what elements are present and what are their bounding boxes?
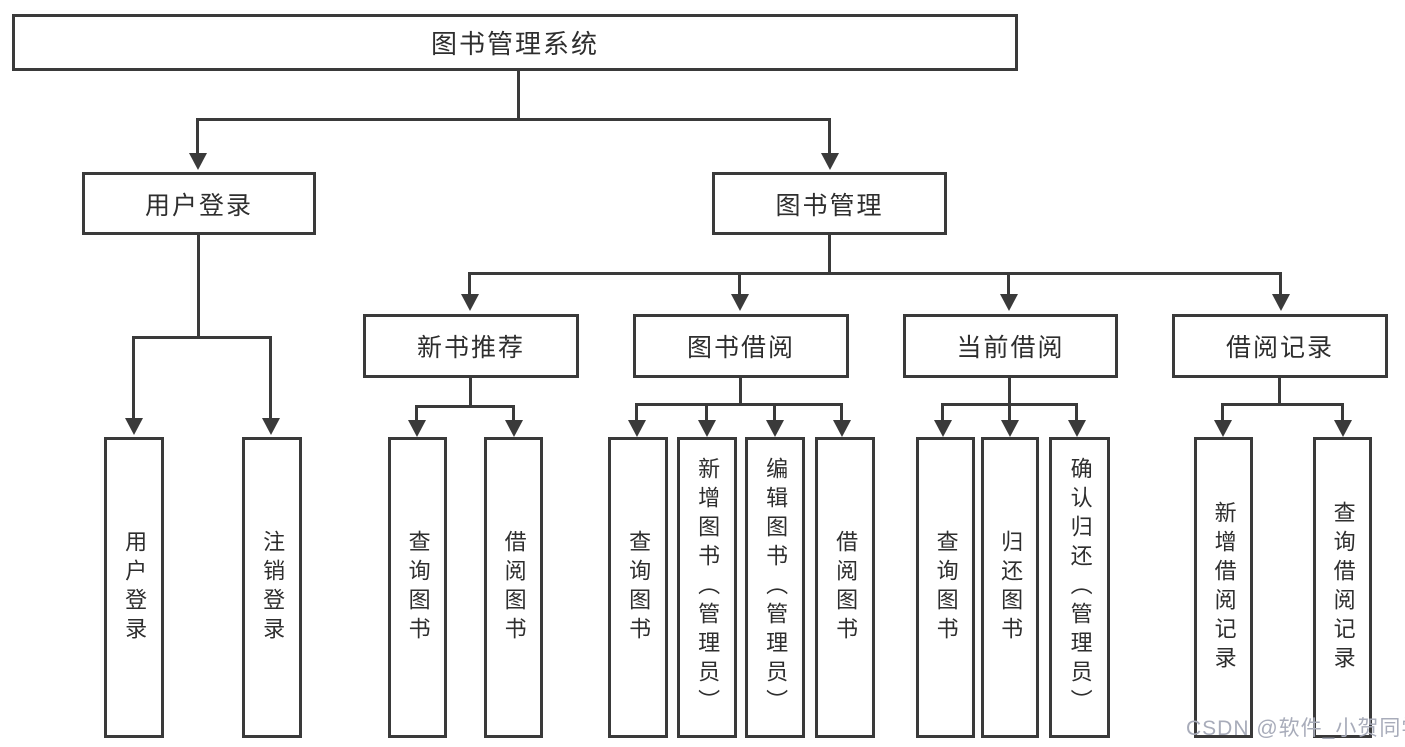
node-label: 图书管理系统	[430, 29, 599, 59]
connector-root-vertical	[517, 71, 520, 120]
node-library-management-system: 图书管理系统	[12, 14, 1018, 71]
arrow-down-icon	[1001, 420, 1019, 437]
leaf-label: 查询图书	[405, 529, 431, 646]
leaf-return-books: 归还图书	[981, 437, 1039, 738]
connector-record-horizontal	[1221, 403, 1344, 406]
connector-stem-leaf	[1008, 403, 1011, 421]
connector-stem-l3	[1007, 272, 1010, 295]
connector-newbook-horizontal	[415, 405, 515, 408]
leaf-query-books-current: 查询图书	[916, 437, 975, 738]
connector-stem-leaf	[941, 403, 944, 421]
leaf-label: 编辑图书（管理员）	[763, 457, 789, 718]
connector-stem-leaf	[635, 403, 638, 421]
leaf-label: 查询图书	[626, 529, 652, 646]
leaf-query-borrow-record: 查询借阅记录	[1313, 437, 1372, 738]
leaf-user-login: 用户登录	[104, 437, 164, 738]
connector-user-vertical	[197, 235, 200, 338]
leaf-add-borrow-record: 新增借阅记录	[1194, 437, 1253, 738]
leaf-edit-books-admin: 编辑图书（管理员）	[745, 437, 805, 738]
connector-stem-user-login	[196, 118, 199, 154]
connector-stem-book-management	[828, 118, 831, 154]
csdn-watermark: CSDN @软件_小贺同学	[1186, 717, 1405, 740]
connector-stem-leaf	[415, 405, 418, 421]
connector-stem-l3	[1279, 272, 1282, 295]
leaf-borrow-books: 借阅图书	[815, 437, 875, 738]
leaf-label: 新增借阅记录	[1211, 500, 1237, 675]
connector-stem-l3	[468, 272, 471, 295]
arrow-down-icon	[1000, 294, 1018, 311]
connector-stem-leaf	[705, 403, 708, 421]
node-label: 新书推荐	[416, 334, 525, 362]
connector-stem-leaf	[1221, 403, 1224, 421]
connector-stem-leaf	[269, 336, 272, 419]
leaf-label: 借阅图书	[833, 529, 859, 646]
arrow-down-icon	[628, 420, 646, 437]
connector-stem-leaf	[840, 403, 843, 421]
connector-stem-leaf	[512, 405, 515, 421]
arrow-down-icon	[698, 420, 716, 437]
arrow-down-icon	[189, 153, 207, 170]
leaf-label: 借阅图书	[501, 529, 527, 646]
connector-bookmgmt-vertical	[828, 235, 831, 275]
leaf-query-books-borrow: 查询图书	[608, 437, 668, 738]
node-book-management: 图书管理	[712, 172, 947, 235]
leaf-label: 用户登录	[122, 529, 148, 646]
connector-current-vertical	[1008, 378, 1011, 405]
connector-newbook-vertical	[469, 378, 472, 407]
node-label: 图书管理	[775, 191, 884, 220]
connector-user-horizontal	[132, 336, 272, 339]
arrow-down-icon	[1214, 420, 1232, 437]
connector-stem-leaf	[132, 336, 135, 419]
arrow-down-icon	[505, 420, 523, 437]
node-borrowing-records: 借阅记录	[1172, 314, 1388, 378]
leaf-label: 查询借阅记录	[1330, 500, 1356, 675]
leaf-query-books-recommend: 查询图书	[388, 437, 447, 738]
connector-root-horizontal	[196, 118, 831, 121]
leaf-label: 新增图书（管理员）	[695, 457, 721, 718]
arrow-down-icon	[461, 294, 479, 311]
leaf-label: 查询图书	[933, 529, 959, 646]
leaf-logout: 注销登录	[242, 437, 302, 738]
leaf-label: 确认归还（管理员）	[1067, 457, 1093, 718]
arrow-down-icon	[821, 153, 839, 170]
arrow-down-icon	[731, 294, 749, 311]
arrow-down-icon	[262, 418, 280, 435]
leaf-confirm-return-admin: 确认归还（管理员）	[1049, 437, 1110, 738]
arrow-down-icon	[125, 418, 143, 435]
connector-stem-l3	[738, 272, 741, 295]
node-label: 图书借阅	[686, 334, 795, 362]
connector-stem-leaf	[1075, 403, 1078, 421]
node-new-book-recommend: 新书推荐	[363, 314, 579, 378]
connector-bookmgmt-horizontal	[468, 272, 1282, 275]
leaf-borrow-books-recommend: 借阅图书	[484, 437, 543, 738]
arrow-down-icon	[833, 420, 851, 437]
arrow-down-icon	[766, 420, 784, 437]
connector-record-vertical	[1278, 378, 1281, 405]
arrow-down-icon	[1272, 294, 1290, 311]
node-label: 当前借阅	[956, 334, 1065, 362]
connector-stem-leaf	[1341, 403, 1344, 421]
connector-borrow-vertical	[739, 378, 742, 405]
connector-borrow-horizontal	[635, 403, 843, 406]
arrow-down-icon	[1068, 420, 1086, 437]
arrow-down-icon	[1334, 420, 1352, 437]
leaf-label: 注销登录	[260, 529, 286, 646]
leaf-label: 归还图书	[998, 529, 1024, 646]
arrow-down-icon	[408, 420, 426, 437]
node-current-borrowing: 当前借阅	[903, 314, 1118, 378]
node-user-login: 用户登录	[82, 172, 316, 235]
node-label: 借阅记录	[1225, 334, 1334, 362]
node-book-borrowing: 图书借阅	[633, 314, 849, 378]
arrow-down-icon	[934, 420, 952, 437]
node-label: 用户登录	[144, 191, 253, 220]
leaf-add-books-admin: 新增图书（管理员）	[677, 437, 737, 738]
connector-stem-leaf	[773, 403, 776, 421]
